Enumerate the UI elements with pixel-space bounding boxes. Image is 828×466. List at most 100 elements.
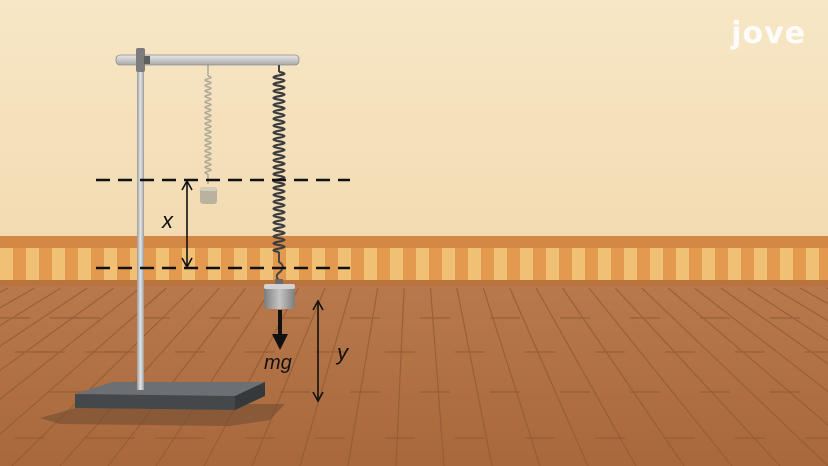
stand-rod — [137, 60, 144, 390]
baseboard-stripe — [416, 248, 429, 280]
baseboard-stripe — [312, 248, 325, 280]
floor-plank-line — [251, 287, 326, 466]
baseboard-stripe — [780, 248, 793, 280]
baseboard-stripe — [793, 248, 806, 280]
baseboard-stripe — [234, 248, 247, 280]
floor-plank-line — [456, 287, 493, 466]
baseboard-stripe — [260, 248, 273, 280]
baseboard-stripe — [195, 248, 208, 280]
baseboard-stripe — [585, 248, 598, 280]
x-dimension-arrow — [181, 179, 193, 269]
baseboard-stripe — [78, 248, 91, 280]
baseboard-stripe — [819, 248, 828, 280]
baseboard-stripe — [728, 248, 741, 280]
floor-planks — [0, 287, 828, 466]
baseboard-stripe — [39, 248, 52, 280]
baseboard-stripe — [325, 248, 338, 280]
hanging-mass — [264, 279, 295, 309]
baseboard-stripe — [572, 248, 585, 280]
stretched-spring — [272, 65, 286, 281]
baseboard-stripe — [403, 248, 416, 280]
baseboard-stripe — [689, 248, 702, 280]
baseboard-stripe — [494, 248, 507, 280]
floor-plank-line — [773, 287, 828, 322]
baseboard-stripe — [429, 248, 442, 280]
baseboard-stripe — [364, 248, 377, 280]
label-x: x — [162, 208, 173, 233]
label-mg: mg — [264, 352, 292, 374]
baseboard-stripe — [637, 248, 650, 280]
baseboard-stripe — [468, 248, 481, 280]
floor-plank-line — [535, 287, 637, 466]
baseboard-stripe — [169, 248, 182, 280]
baseboard-stripe — [676, 248, 689, 280]
y-dimension-arrow — [312, 299, 324, 403]
baseboard-stripe — [26, 248, 39, 280]
wall — [0, 0, 828, 238]
floor-plank-line — [0, 287, 141, 401]
baseboard-stripe — [208, 248, 221, 280]
baseboard-stripe — [247, 248, 260, 280]
baseboard-stripe — [377, 248, 390, 280]
floor-plank-line — [299, 287, 352, 466]
baseboard-stripe — [754, 248, 767, 280]
stand-base-top — [75, 382, 265, 396]
baseboard-stripe — [442, 248, 455, 280]
baseboard-stripe — [546, 248, 559, 280]
baseboard-stripe — [273, 248, 286, 280]
baseboard-stripe — [767, 248, 780, 280]
baseboard-stripe — [559, 248, 572, 280]
baseboard-stripe — [52, 248, 65, 280]
baseboard-stripe — [156, 248, 169, 280]
floor-plank-line — [588, 287, 733, 466]
baseboard-stripe — [481, 248, 494, 280]
baseboard-stripe — [91, 248, 104, 280]
baseboard-stripe — [702, 248, 715, 280]
baseboard-stripe — [520, 248, 533, 280]
stand-base-front — [75, 394, 235, 410]
floor-plank-line — [0, 287, 88, 347]
baseboard-stripe — [104, 248, 117, 280]
floor-plank-line — [155, 287, 273, 466]
baseboard-stripe — [338, 248, 351, 280]
baseboard-top — [0, 236, 828, 248]
stand-base-side — [235, 382, 265, 410]
baseboard-stripe — [286, 248, 299, 280]
baseboard-stripe — [624, 248, 637, 280]
baseboard-stripe — [13, 248, 26, 280]
baseboard-stripe — [65, 248, 78, 280]
floor-plank-line — [720, 287, 828, 365]
baseboard-stripe — [221, 248, 234, 280]
baseboard-stripe — [663, 248, 676, 280]
baseboard-stripe — [507, 248, 520, 280]
baseboard-stripe — [299, 248, 312, 280]
baseboard-stripe — [0, 248, 13, 280]
stand-clamp — [136, 48, 145, 72]
baseboard-stripe — [806, 248, 819, 280]
stand-clamp-bolt — [144, 56, 150, 64]
baseboard-stripe — [390, 248, 403, 280]
baseboard-stripe — [715, 248, 728, 280]
baseboard-stripe — [117, 248, 130, 280]
floor-plank-line — [694, 287, 828, 393]
weight-force-arrow — [272, 310, 288, 350]
unstretched-spring — [200, 65, 217, 204]
floor-plank-line — [395, 287, 405, 466]
baseboard-stripe — [741, 248, 754, 280]
baseboard-stripe — [143, 248, 156, 280]
baseboard-bottom — [0, 280, 828, 286]
floor-plank-line — [0, 287, 167, 436]
baseboard-stripe — [598, 248, 611, 280]
baseboard-stripe — [533, 248, 546, 280]
floor-plank-line — [509, 287, 589, 466]
floor-plank-line — [641, 287, 828, 466]
baseboard-stripe — [650, 248, 663, 280]
baseboard-stripe — [351, 248, 364, 280]
label-y: y — [337, 340, 348, 365]
baseboard-stripes — [0, 248, 828, 280]
baseboard-stripe — [611, 248, 624, 280]
baseboard-stripe — [455, 248, 468, 280]
jove-logo: jove — [731, 16, 806, 51]
floor — [0, 286, 828, 466]
